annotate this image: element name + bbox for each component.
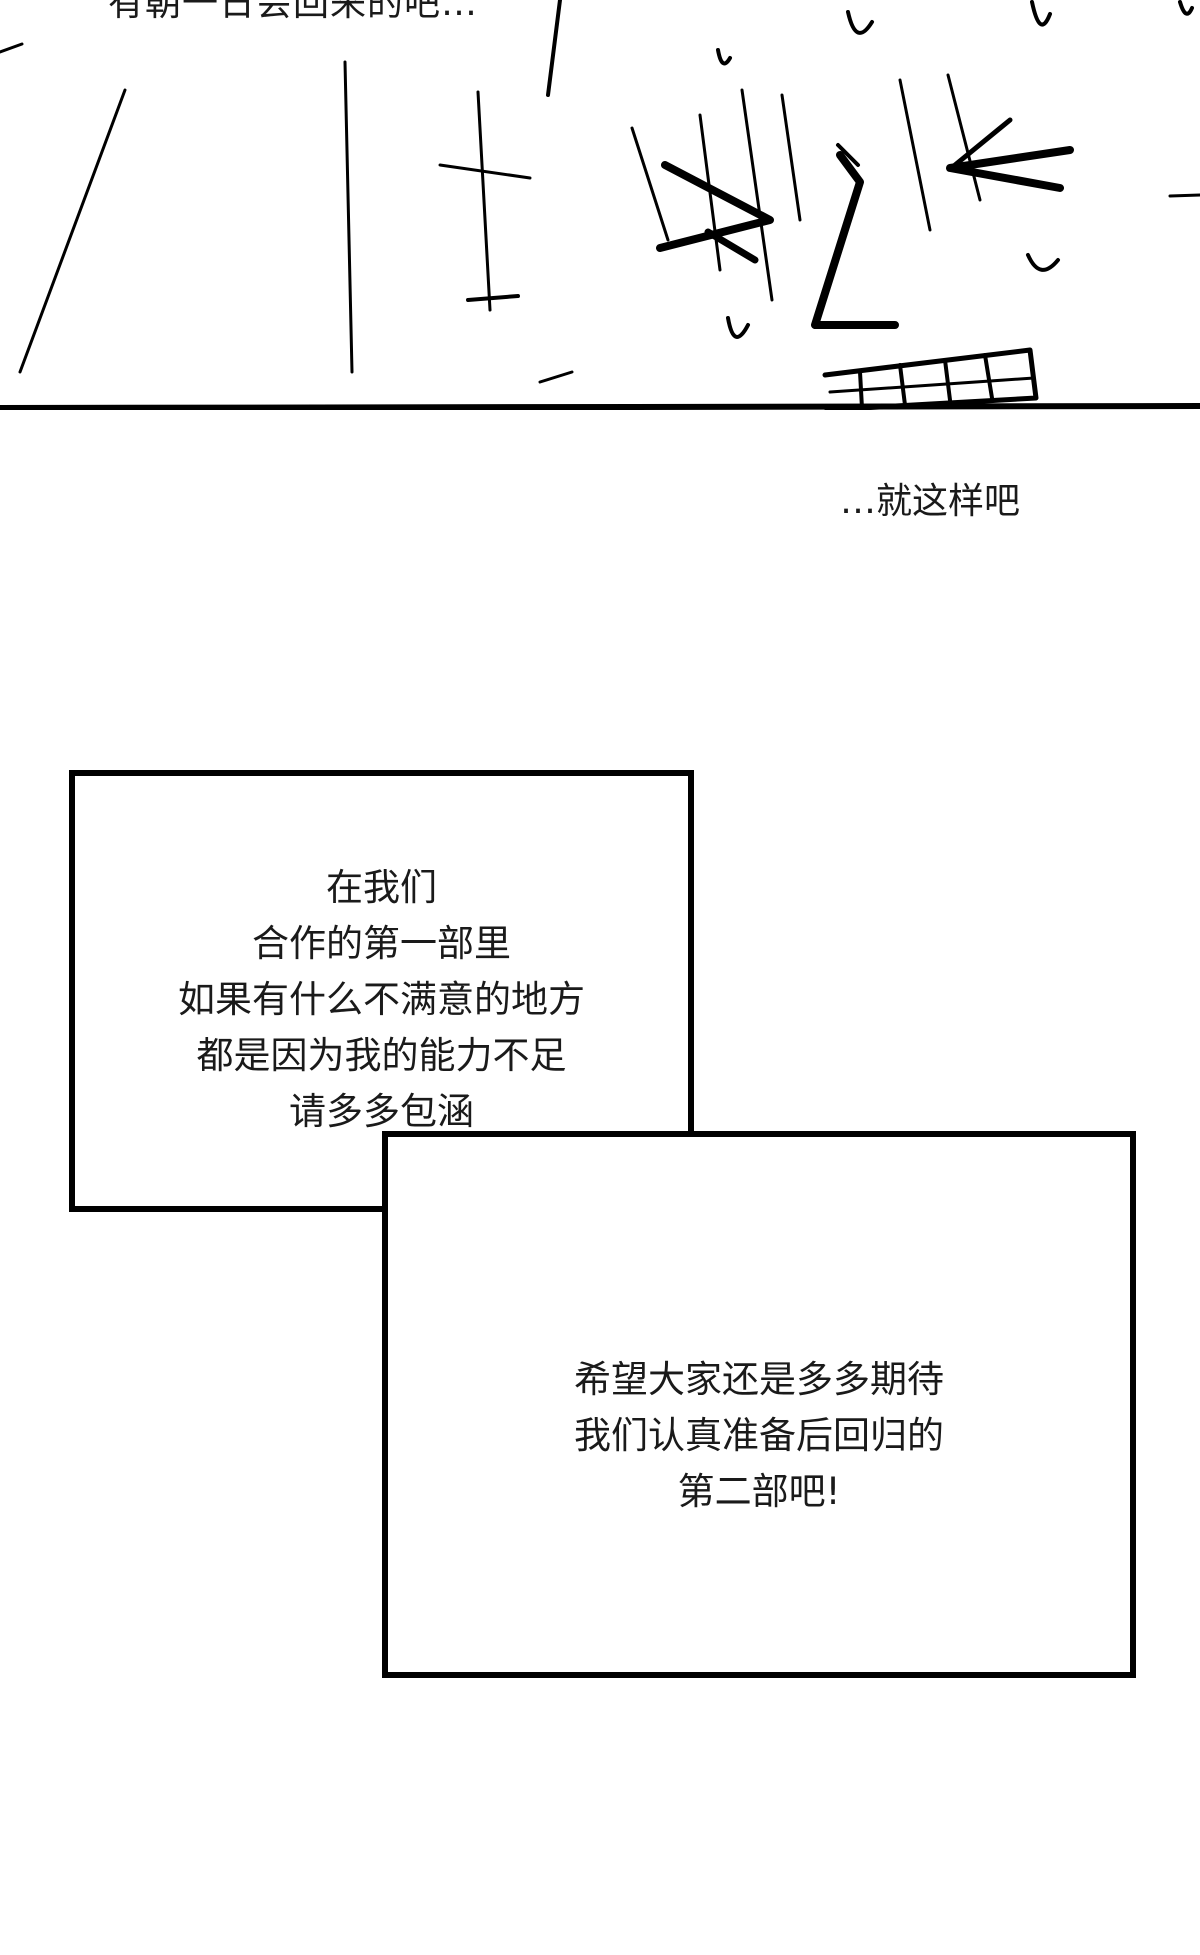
sweat-drop: [726, 316, 750, 339]
sweat-drop: [1178, 0, 1194, 16]
caption-line: 第二部吧!: [677, 1470, 841, 1513]
sketch-panel: 有朝一日会回来的吧…: [0, 0, 1200, 410]
sweat-drop: [1030, 0, 1052, 27]
left-eye-stroke: [704, 228, 759, 264]
caption-text-first: 在我们 合作的第一部里 如果有什么不满意的地方 都是因为我的能力不足 请多多包涵: [75, 860, 688, 1140]
caption-box-second: 希望大家还是多多期待 我们认真准备后回归的 第二部吧!: [382, 1131, 1136, 1678]
caption-line: 请多多包涵: [289, 1090, 474, 1133]
sweat-drop: [716, 48, 732, 66]
teeth-line: [943, 358, 952, 402]
speed-line: [780, 93, 802, 222]
speed-line: [18, 88, 127, 374]
left-eye-mark: [656, 161, 774, 252]
caption-text-second: 希望大家还是多多期待 我们认真准备后回归的 第二部吧!: [548, 1352, 970, 1520]
teeth-line: [828, 376, 1036, 394]
panel-border: [0, 403, 1200, 410]
speed-line: [630, 126, 670, 242]
teeth-line: [898, 363, 907, 407]
speed-line: [946, 73, 982, 202]
teeth-line: [983, 353, 994, 400]
narration-line: …就这样吧: [840, 481, 1021, 522]
right-eye-stroke: [952, 117, 1013, 168]
speed-line: [740, 88, 774, 302]
caption-line: 希望大家还是多多期待: [574, 1358, 944, 1401]
nose-mark: [811, 151, 899, 329]
speed-line: [466, 294, 520, 302]
caption-line: 我们认真准备后回归的: [574, 1414, 944, 1457]
speed-line: [898, 78, 932, 232]
speed-line: [0, 42, 24, 54]
caption-line: 如果有什么不满意的地方: [178, 978, 585, 1021]
speed-line: [476, 90, 492, 312]
caption-line: 合作的第一部里: [252, 922, 511, 965]
speed-line: [438, 163, 532, 180]
sketch-drawing: [0, 0, 1200, 410]
speed-line: [343, 60, 354, 374]
sweat-drop: [1026, 253, 1060, 272]
right-eye-mark: [946, 146, 1074, 192]
caption-line: 都是因为我的能力不足: [196, 1034, 567, 1077]
caption-line: 在我们: [326, 866, 437, 909]
speed-line: [546, 0, 562, 97]
speed-line: [538, 370, 574, 384]
cut-off-dialogue: 有朝一日会回来的吧…: [108, 0, 479, 24]
speed-line: [1168, 193, 1200, 198]
sweat-drop: [846, 10, 874, 35]
nose-detail: [836, 143, 860, 167]
